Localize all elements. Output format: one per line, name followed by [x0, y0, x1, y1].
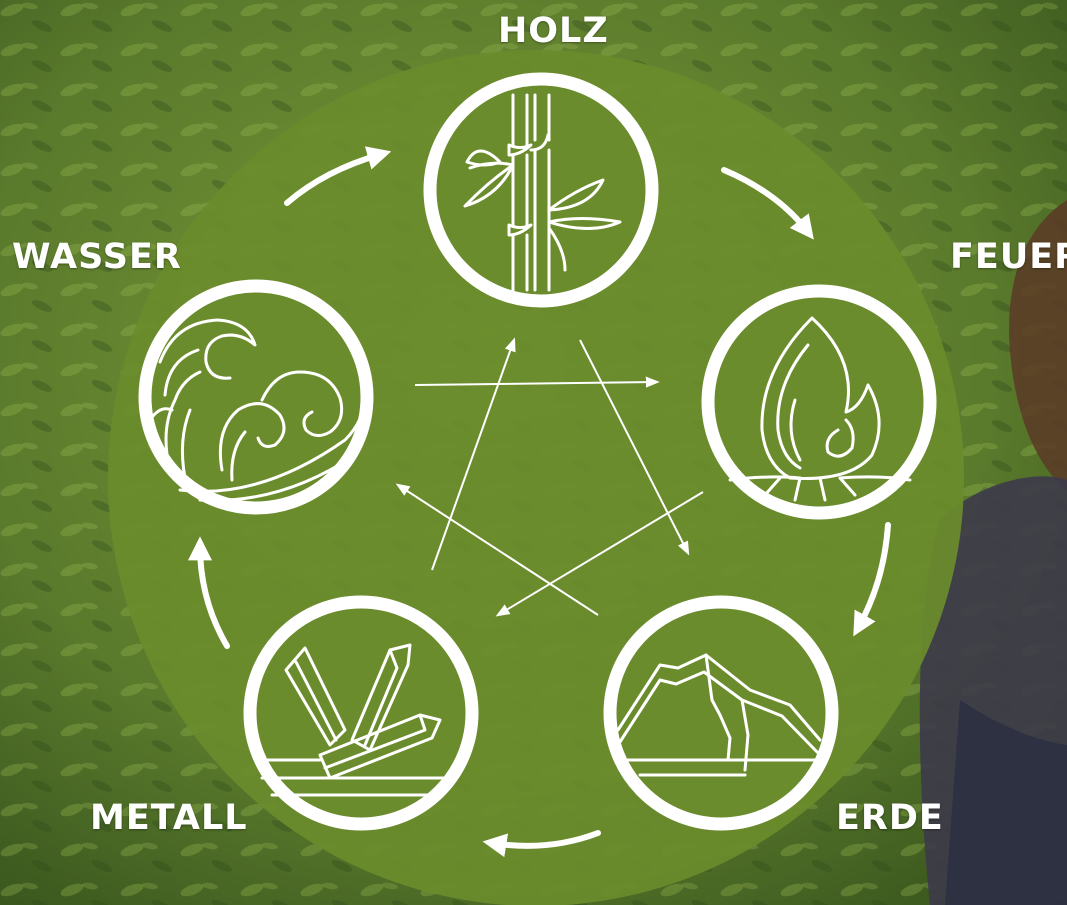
holz-node	[430, 79, 652, 301]
feuer-label: FEUER	[950, 240, 1067, 275]
wasser-node	[145, 286, 367, 508]
metall-label: METALL	[90, 801, 248, 836]
holz-label: HOLZ	[498, 14, 609, 49]
wasser-label: WASSER	[12, 240, 182, 275]
feuer-node	[708, 291, 930, 513]
metall-node	[250, 602, 472, 824]
erde-label: ERDE	[836, 801, 944, 836]
erde-node	[610, 602, 832, 824]
